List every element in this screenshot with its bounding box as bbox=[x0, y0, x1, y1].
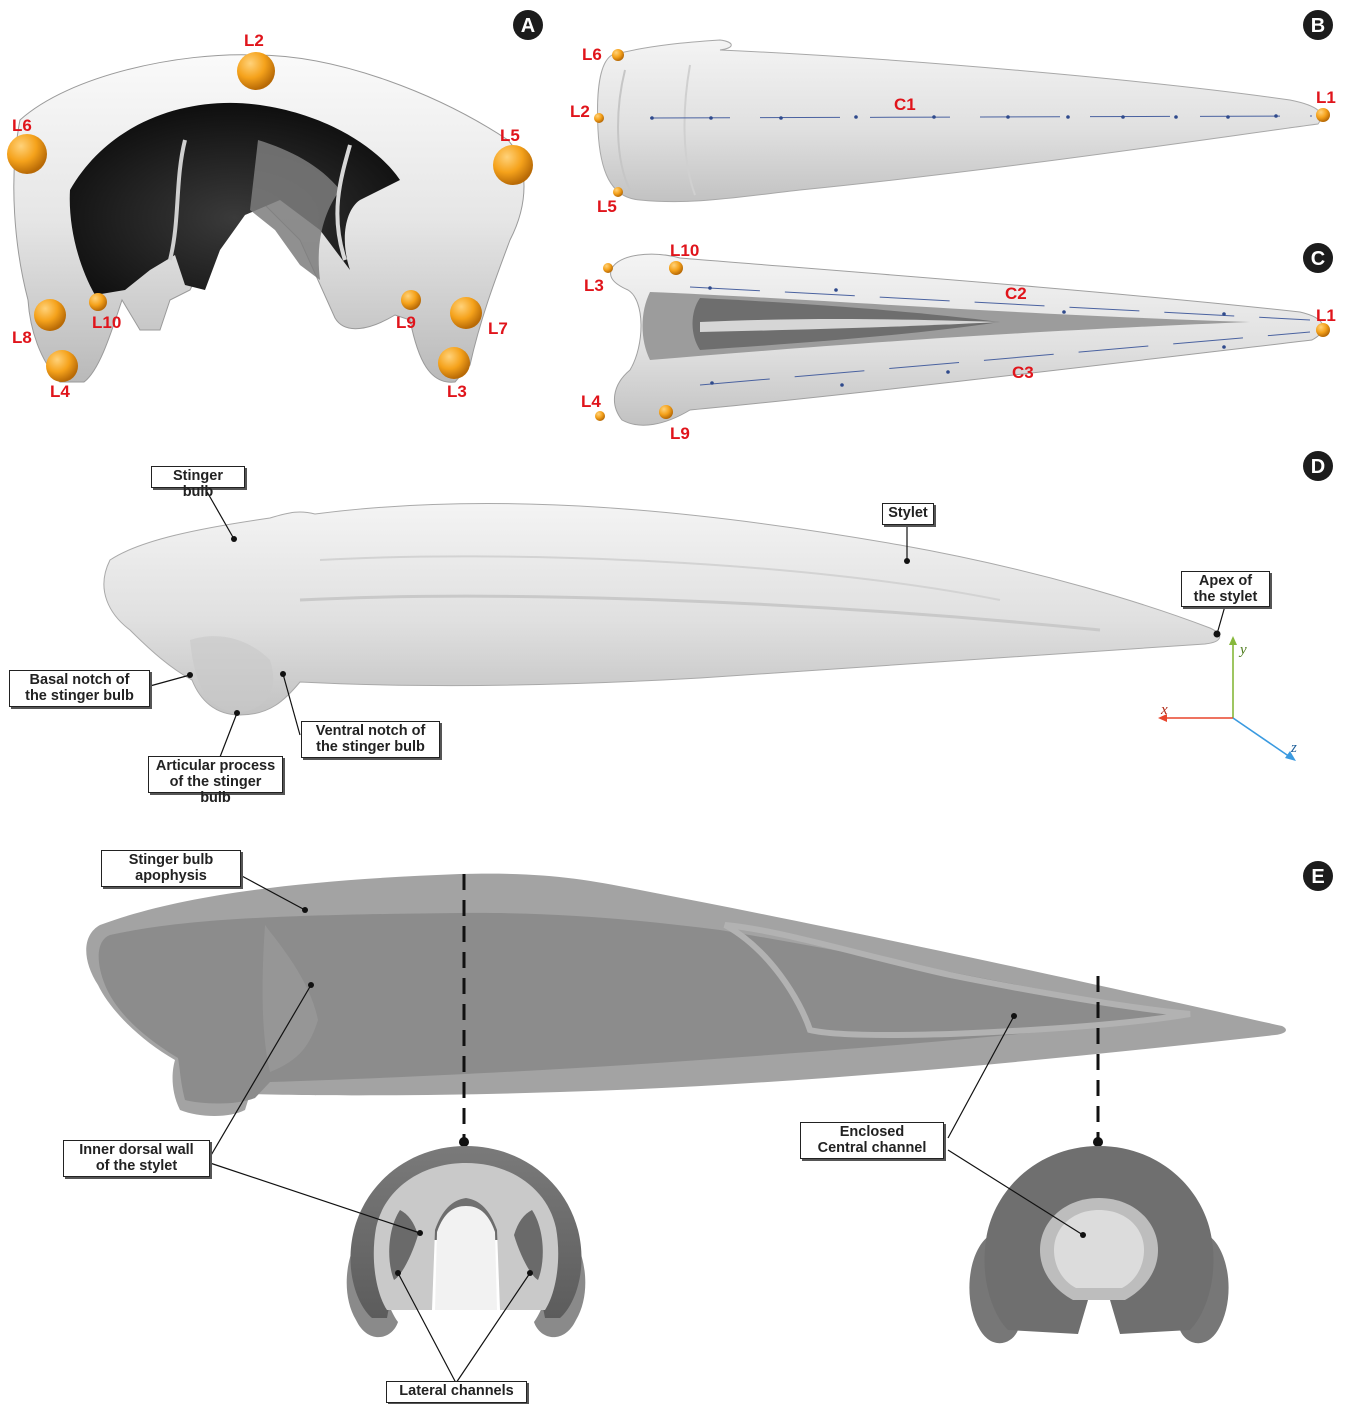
label-l10: L10 bbox=[92, 313, 121, 332]
landmark-l4 bbox=[46, 350, 78, 382]
landmark-b-l6 bbox=[612, 49, 624, 61]
label-c-l10: L10 bbox=[670, 241, 699, 260]
label-b-l5: L5 bbox=[597, 197, 617, 216]
landmark-l5 bbox=[493, 145, 533, 185]
label-c2: C2 bbox=[1005, 284, 1027, 303]
landmark-l10 bbox=[89, 293, 107, 311]
axis-z-arrow bbox=[1233, 718, 1290, 757]
label-stinger-bulb: Stinger bulb bbox=[151, 466, 245, 488]
label-l2: L2 bbox=[244, 31, 264, 50]
landmark-l8 bbox=[34, 299, 66, 331]
panel-e: E bbox=[86, 861, 1333, 1383]
label-inner-dorsal-wall: Inner dorsal wall of the stylet bbox=[63, 1140, 210, 1177]
panel-c-letter: C bbox=[1311, 248, 1325, 270]
cut-line-end-left bbox=[459, 1137, 469, 1147]
cross-section-open bbox=[347, 1146, 586, 1337]
landmark-c-l1 bbox=[1316, 323, 1330, 337]
axis-z-label: z bbox=[1290, 740, 1297, 756]
panel-a: L2 L6 L5 L8 L10 L9 L7 L4 L3 A bbox=[7, 10, 543, 401]
label-basal-notch: Basal notch of the stinger bulb bbox=[9, 670, 150, 707]
landmark-l7 bbox=[450, 297, 482, 329]
landmark-l9 bbox=[401, 290, 421, 310]
panel-d-letter: D bbox=[1311, 456, 1325, 478]
label-c-l4: L4 bbox=[581, 392, 601, 411]
landmark-c-l9 bbox=[659, 405, 673, 419]
axis-y-head bbox=[1229, 636, 1237, 645]
label-articular-process: Articular process of the stinger bulb bbox=[148, 756, 283, 793]
label-l5: L5 bbox=[500, 126, 520, 145]
label-stinger-bulb-apophysis: Stinger bulb apophysis bbox=[101, 850, 241, 887]
label-c-l3: L3 bbox=[584, 276, 604, 295]
panel-b-letter: B bbox=[1311, 15, 1325, 37]
label-l7: L7 bbox=[488, 319, 508, 338]
landmark-b-l1 bbox=[1316, 108, 1330, 122]
label-stylet: Stylet bbox=[882, 503, 934, 525]
label-lateral-channels: Lateral channels bbox=[386, 1381, 527, 1403]
label-c-l9: L9 bbox=[670, 424, 690, 443]
label-c3: C3 bbox=[1012, 363, 1034, 382]
label-apex-of-the-stylet: Apex of the stylet bbox=[1181, 571, 1270, 607]
label-l6: L6 bbox=[12, 116, 32, 135]
landmark-l2 bbox=[237, 52, 275, 90]
label-c1: C1 bbox=[894, 95, 916, 114]
panel-e-letter: E bbox=[1311, 866, 1324, 888]
panel-c: L10 L3 L4 L9 L1 C2 C3 C bbox=[581, 241, 1336, 443]
label-l9: L9 bbox=[396, 313, 416, 332]
label-b-l1: L1 bbox=[1316, 88, 1336, 107]
enclosed-central-channel bbox=[1054, 1210, 1144, 1288]
panel-a-letter: A bbox=[521, 15, 535, 37]
landmark-b-l2 bbox=[594, 113, 604, 123]
panel-b: L6 L2 L5 L1 C1 B bbox=[570, 10, 1336, 216]
cut-line-end-right bbox=[1093, 1137, 1103, 1147]
axis-x-label: x bbox=[1160, 702, 1168, 718]
label-ventral-notch: Ventral notch of the stinger bulb bbox=[301, 721, 440, 758]
axis-y-label: y bbox=[1238, 642, 1247, 658]
landmark-c-l10 bbox=[669, 261, 683, 275]
label-enclosed-central-channel: Enclosed Central channel bbox=[800, 1122, 944, 1159]
panel-d: y x z D bbox=[104, 451, 1333, 761]
label-b-l2: L2 bbox=[570, 102, 590, 121]
label-l4: L4 bbox=[50, 382, 70, 401]
axis-gizmo: y x z bbox=[1158, 636, 1297, 761]
label-b-l6: L6 bbox=[582, 45, 602, 64]
label-l8: L8 bbox=[12, 328, 32, 347]
landmark-l6 bbox=[7, 134, 47, 174]
label-c-l1: L1 bbox=[1316, 306, 1336, 325]
landmark-b-l5 bbox=[613, 187, 623, 197]
stylet-dorsal-view bbox=[598, 40, 1322, 202]
landmark-c-l3 bbox=[603, 263, 613, 273]
label-l3: L3 bbox=[447, 382, 467, 401]
central-opening bbox=[435, 1206, 497, 1310]
landmark-l3 bbox=[438, 347, 470, 379]
landmark-c-l4 bbox=[595, 411, 605, 421]
cross-section-enclosed bbox=[969, 1146, 1228, 1343]
